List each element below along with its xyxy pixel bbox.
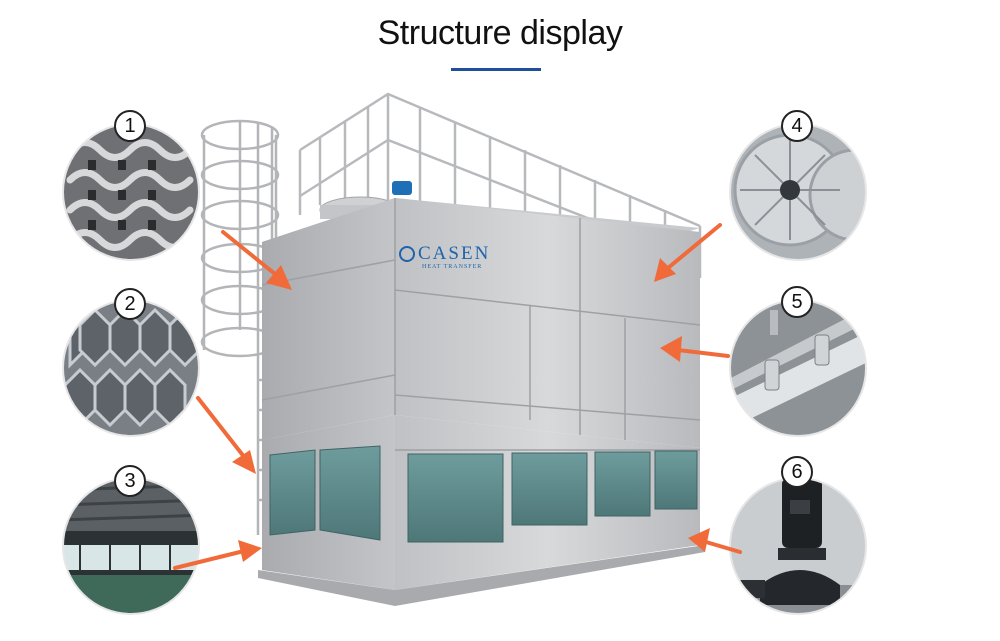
callout-badge-3: 3: [114, 465, 146, 497]
callout-badge-5: 5: [781, 286, 813, 318]
detail-circle-1: [63, 124, 199, 260]
brand-logo-text: CASEN: [418, 243, 490, 264]
upper-casing-front: [395, 198, 700, 448]
callout-badge-2: 2: [114, 288, 146, 320]
detail-circle-4: [730, 124, 866, 260]
upper-casing-side: [262, 198, 395, 440]
air-inlet-louvers: [269, 445, 698, 543]
brand-logo: CASEN HEAT TRANSFER: [399, 243, 490, 270]
callout-badge-6: 6: [781, 456, 813, 488]
cooling-tower: CASEN HEAT TRANSFER: [200, 92, 705, 606]
detail-circle-5: [730, 300, 866, 436]
page-title: Structure display: [377, 14, 623, 52]
callout-badge-1: 1: [114, 110, 146, 142]
callout-badge-4: 4: [781, 110, 813, 142]
page-title-wrap: Structure display: [0, 14, 1000, 53]
base-frame: [258, 545, 705, 606]
title-underline: [451, 68, 541, 71]
brand-logo-subtext: HEAT TRANSFER: [422, 264, 482, 270]
callout-arrows: [173, 223, 742, 570]
cage-ladder: [200, 119, 280, 535]
